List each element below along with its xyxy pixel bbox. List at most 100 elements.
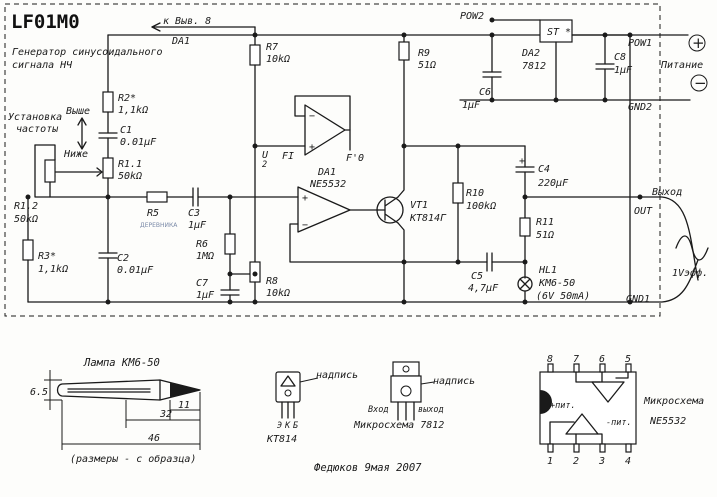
c5-capacitor — [486, 252, 493, 272]
7812-tab-hole — [402, 365, 410, 373]
half-supply-u: U — [262, 150, 269, 161]
7812-mark — [400, 385, 412, 397]
kt814-pin-b: Б — [293, 421, 299, 431]
opamp-a-minus: − — [309, 111, 315, 122]
da2-name: DA2 — [521, 48, 540, 59]
opamp-b-feedback — [289, 223, 405, 263]
c8-value: 1μF — [614, 65, 633, 76]
subtitle-line1: Генератор синусоидального — [12, 47, 163, 58]
out-label: OUT — [634, 206, 653, 217]
r3-name: R3* — [38, 251, 56, 262]
kt814-marking-label: надпись — [316, 370, 358, 381]
c3-value: 1μF — [188, 220, 207, 231]
lamp-dim-total: 46 — [148, 433, 160, 444]
vt1-transistor — [376, 196, 404, 224]
sine-wave-icon — [675, 235, 709, 261]
pow2-label: POW2 — [460, 11, 484, 22]
c1-name: C1 — [120, 125, 132, 136]
r11-out-name: R11 — [536, 217, 554, 228]
lamp-dim-height: 6.5 — [30, 387, 48, 398]
ne5532-opamp-top — [591, 381, 625, 403]
minus-sign: − — [694, 74, 707, 92]
ne5532-minus-supply: -пит. — [606, 418, 632, 428]
c3-name: C3 — [188, 208, 200, 219]
ne5532-pin-5: 5 — [625, 354, 631, 365]
gnd2-label: GND2 — [628, 102, 652, 113]
st-label: ST * — [547, 27, 571, 38]
ne5532-pin-2: 2 — [573, 456, 579, 467]
adjust-label-line1: Установка — [8, 112, 62, 123]
watermark: ДЕРЕВНИКА — [140, 222, 178, 229]
r11-resistor — [102, 157, 114, 179]
kt814-name: КТ814 — [266, 434, 297, 445]
c7-value: 1μF — [196, 290, 215, 301]
higher-label: Выше — [66, 106, 90, 117]
r12-resistor — [44, 159, 56, 183]
c4-name: C4 — [538, 164, 550, 175]
vt1-name: VT1 — [410, 200, 428, 211]
ne5532-name-line1: Микросхема — [643, 396, 704, 407]
lamp-dim-height-lines — [44, 370, 62, 410]
r2-resistor — [102, 91, 114, 113]
r6-value: 1MΩ — [196, 251, 214, 262]
power-label: Питание — [660, 60, 703, 71]
subtitle-line2: сигнала НЧ — [12, 60, 73, 71]
r9-resistor — [398, 41, 410, 61]
r6-resistor — [224, 233, 236, 255]
ne5532-opamp-bottom — [565, 413, 599, 435]
pow2-node — [489, 17, 495, 23]
r10-name: R10 — [466, 188, 484, 199]
ne5532-pin-3: 3 — [598, 456, 605, 467]
ne5532-pin-4: 4 — [625, 456, 631, 467]
da1-name: DA1 — [317, 167, 336, 178]
signature: Федюков 9мая 2007 — [314, 462, 422, 474]
pin8-arrow — [151, 22, 161, 32]
c3-capacitor — [192, 187, 199, 207]
hl1-name: HL1 — [538, 265, 557, 276]
opamp-a-plus: + — [309, 142, 315, 153]
c2-capacitor — [98, 252, 118, 259]
r9-value: 51Ω — [418, 60, 436, 71]
hl1-cross — [519, 278, 531, 290]
ne5532-name-line2: NE5532 — [649, 416, 686, 427]
minus-terminal — [690, 74, 708, 92]
vt1-symbol — [384, 196, 399, 224]
pot-wiper-arrow — [96, 167, 103, 177]
r8-name: R8 — [266, 276, 278, 287]
7812-out-label: выход — [418, 405, 444, 415]
c6-value: 1μF — [462, 100, 481, 111]
adjust-arrow-heads — [77, 117, 87, 150]
c7-capacitor — [220, 289, 240, 296]
lamp-title: Лампа КМ6-50 — [83, 357, 160, 369]
r8-value: 10kΩ — [266, 288, 290, 299]
adjust-label-line2: частоты — [16, 124, 59, 135]
c8-capacitor — [595, 63, 615, 70]
c5-name: C5 — [471, 271, 483, 282]
lamp-filament — [67, 388, 151, 393]
vt1-collector-wire — [397, 222, 405, 303]
ne5532-pin-8: 8 — [547, 354, 553, 365]
r12-top-wire — [34, 144, 56, 161]
r7-name: R7 — [266, 42, 278, 53]
r12-value: 50kΩ — [14, 214, 38, 225]
kt814-marking-triangle — [280, 375, 296, 387]
kt814-leads — [281, 401, 295, 419]
r7-value: 10kΩ — [266, 54, 290, 65]
opamp-a — [304, 104, 346, 156]
ne5532-pin-7: 7 — [573, 354, 579, 365]
r11-out-resistor — [519, 217, 531, 237]
r11-out-value: 51Ω — [536, 230, 554, 241]
pow1-label: POW1 — [628, 38, 652, 49]
board-outline — [4, 3, 661, 317]
fi-label: FI — [282, 151, 294, 162]
lamp-dim-mid: 32 — [159, 409, 172, 420]
lamp-tip — [170, 383, 200, 397]
c5-value: 4,7μF — [468, 283, 499, 294]
kt814-marking-pointer — [299, 377, 319, 383]
opamp-b-plus: + — [302, 193, 308, 204]
r12-left-wire — [34, 144, 109, 198]
r11-name: R1.1 — [118, 159, 142, 170]
da1-top-label: DA1 — [171, 36, 190, 47]
r9-name: R9 — [418, 48, 430, 59]
